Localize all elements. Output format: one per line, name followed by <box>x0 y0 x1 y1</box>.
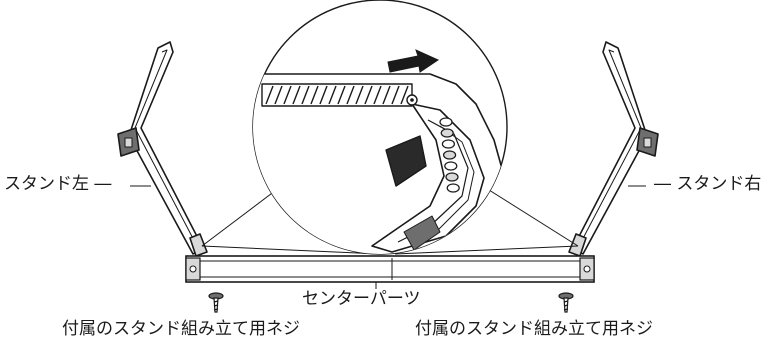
stack-washer <box>441 139 455 149</box>
rib-mark <box>310 85 319 105</box>
stack-washer <box>446 183 460 193</box>
center-part-label: センターパーツ <box>302 289 421 309</box>
screw-icon <box>208 292 224 313</box>
stack-washer <box>443 150 457 160</box>
rib-mark <box>391 85 400 105</box>
stand-left-label: スタンド左 ― <box>4 174 112 194</box>
rib-mark <box>328 85 337 105</box>
rib-mark <box>292 85 301 105</box>
screw-icon <box>558 292 574 313</box>
right-stand-leg <box>568 41 659 257</box>
rib-mark <box>400 85 409 105</box>
rib-mark <box>337 85 346 105</box>
rib-mark <box>382 85 391 105</box>
rib-mark <box>283 85 292 105</box>
rib-mark <box>265 85 274 105</box>
rib-mark <box>373 85 382 105</box>
center-bar <box>185 255 595 283</box>
rib-mark <box>319 85 328 105</box>
rib-mark <box>301 85 310 105</box>
stack-washer <box>445 172 459 182</box>
screw-left-label: 付属のスタンド組み立て用ネジ <box>62 319 300 339</box>
stack-washer <box>439 117 453 127</box>
stand-right-label: ― スタンド右 <box>654 174 762 194</box>
rib-mark <box>364 85 373 105</box>
stack-washer <box>440 128 454 138</box>
screw-right-label: 付属のスタンド組み立て用ネジ <box>415 319 653 339</box>
rib-mark <box>355 85 364 105</box>
rib-mark <box>346 85 355 105</box>
magnified-detail <box>253 73 505 254</box>
slide-direction-arrow-icon <box>387 49 440 73</box>
rib-mark <box>274 85 283 105</box>
left-stand-leg <box>117 41 208 257</box>
stack-washer <box>444 161 458 171</box>
